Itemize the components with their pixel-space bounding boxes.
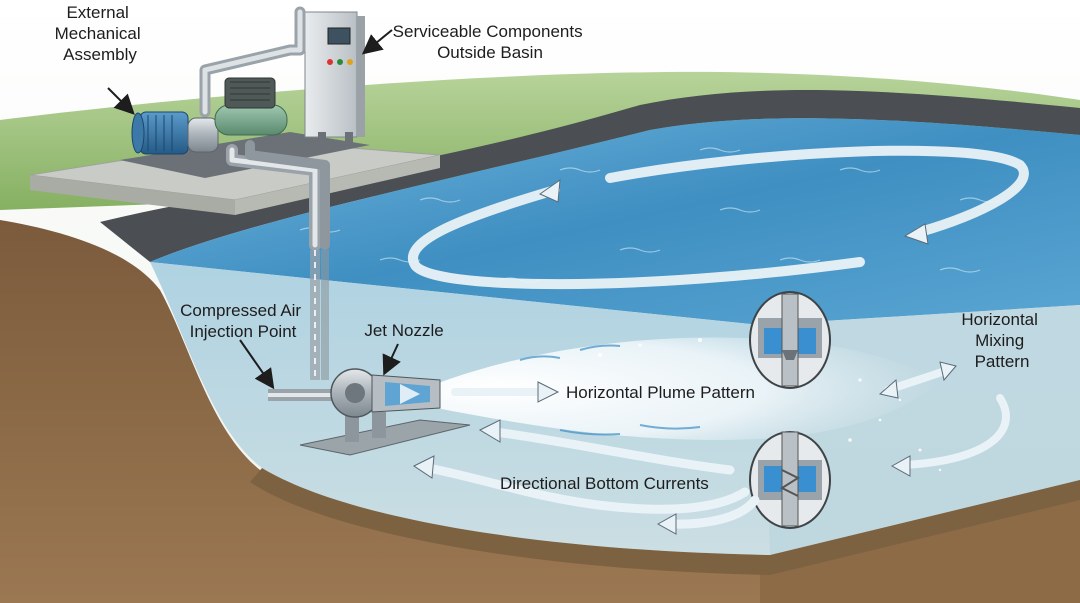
label-serviceable-components: Serviceable Components Outside Basin xyxy=(393,22,588,62)
label-bottom-currents: Directional Bottom Currents xyxy=(500,474,709,493)
control-panel-icon xyxy=(304,11,365,146)
submerged-pipe xyxy=(310,250,329,380)
water-surface xyxy=(150,118,1080,326)
mixing-arrows xyxy=(884,366,1010,469)
air-compressor-icon xyxy=(214,77,288,136)
label-compressed-air: Compressed Air Injection Point xyxy=(180,301,306,341)
surface-circulation-arrowheads xyxy=(538,178,929,245)
piping xyxy=(199,6,330,251)
bottom-current-arrowheads xyxy=(413,419,677,535)
label-external-assembly: External Mechanical Assembly xyxy=(55,3,146,64)
pump-motor-icon xyxy=(131,111,219,155)
soil-cross-section xyxy=(0,220,760,603)
nozzle-cutaway-icon-2 xyxy=(749,431,831,529)
label-jet-nozzle: Jet Nozzle xyxy=(364,321,443,340)
label-mixing-pattern: Horizontal Mixing Pattern xyxy=(961,310,1042,371)
bottom-current-arrows xyxy=(423,427,760,529)
basin-liner xyxy=(100,90,1080,262)
plume-arrow xyxy=(451,381,560,403)
jet-nozzle-icon xyxy=(299,368,471,456)
concrete-pad-side-2 xyxy=(235,155,440,215)
mixing-arrowheads xyxy=(878,361,957,477)
basin-floor xyxy=(250,468,1080,575)
surface-circulation-arrows xyxy=(408,145,1029,290)
plume-blue-streaks xyxy=(519,344,701,436)
callout-lines xyxy=(107,29,401,390)
concrete-pad-side xyxy=(30,175,235,215)
label-plume-pattern: Horizontal Plume Pattern xyxy=(566,383,755,402)
nozzle-cutaway-icon xyxy=(749,291,831,389)
